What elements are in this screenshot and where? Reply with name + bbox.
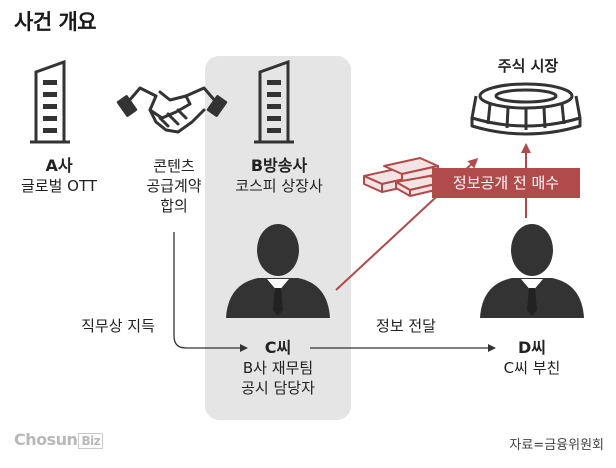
person-c-name: C씨 — [264, 338, 292, 357]
logo-biz: Biz — [78, 433, 104, 449]
stock-market-icon — [470, 82, 582, 136]
company-a-label: A사 글로벌 OTT — [20, 156, 98, 196]
page-title: 사건 개요 — [14, 10, 97, 34]
company-b-name: B방송사 — [250, 156, 308, 175]
person-d-label: D씨 C씨 부친 — [490, 338, 574, 378]
agreement-line2: 공급계약 — [146, 177, 202, 195]
logo-main: Chosun — [14, 430, 78, 449]
person-c-line2: 공시 담당자 — [241, 379, 315, 397]
company-a-name: A사 — [45, 156, 73, 175]
person-d-desc: C씨 부친 — [503, 359, 561, 377]
person-c-icon — [226, 224, 330, 318]
company-a-desc: 글로벌 OTT — [20, 177, 98, 195]
agreement-label: 콘텐츠 공급계약 합의 — [128, 156, 220, 216]
duty-knowledge-label: 직무상 지득 — [81, 317, 155, 335]
person-d-name: D씨 — [517, 338, 546, 357]
company-b-desc: 코스피 상장사 — [235, 177, 323, 195]
info-transfer-label: 정보 전달 — [376, 317, 436, 335]
agreement-line3: 합의 — [160, 197, 188, 215]
market-label: 주식 시장 — [497, 57, 559, 75]
company-b-label: B방송사 코스피 상장사 — [224, 156, 334, 196]
buy-before-disclosure-banner: 정보공개 전 매수 — [432, 168, 580, 198]
agreement-line1: 콘텐츠 — [153, 157, 195, 175]
building-a-icon — [30, 59, 70, 144]
duty-knowledge-arrow — [173, 232, 248, 352]
building-b-icon — [254, 59, 294, 144]
handshake-icon — [116, 86, 228, 134]
person-c-line1: B사 재무팀 — [242, 359, 314, 377]
source-note: 자료=금융위원회 — [509, 438, 604, 453]
person-d-icon — [480, 224, 584, 318]
person-c-label: C씨 B사 재무팀 공시 담당자 — [222, 338, 334, 398]
